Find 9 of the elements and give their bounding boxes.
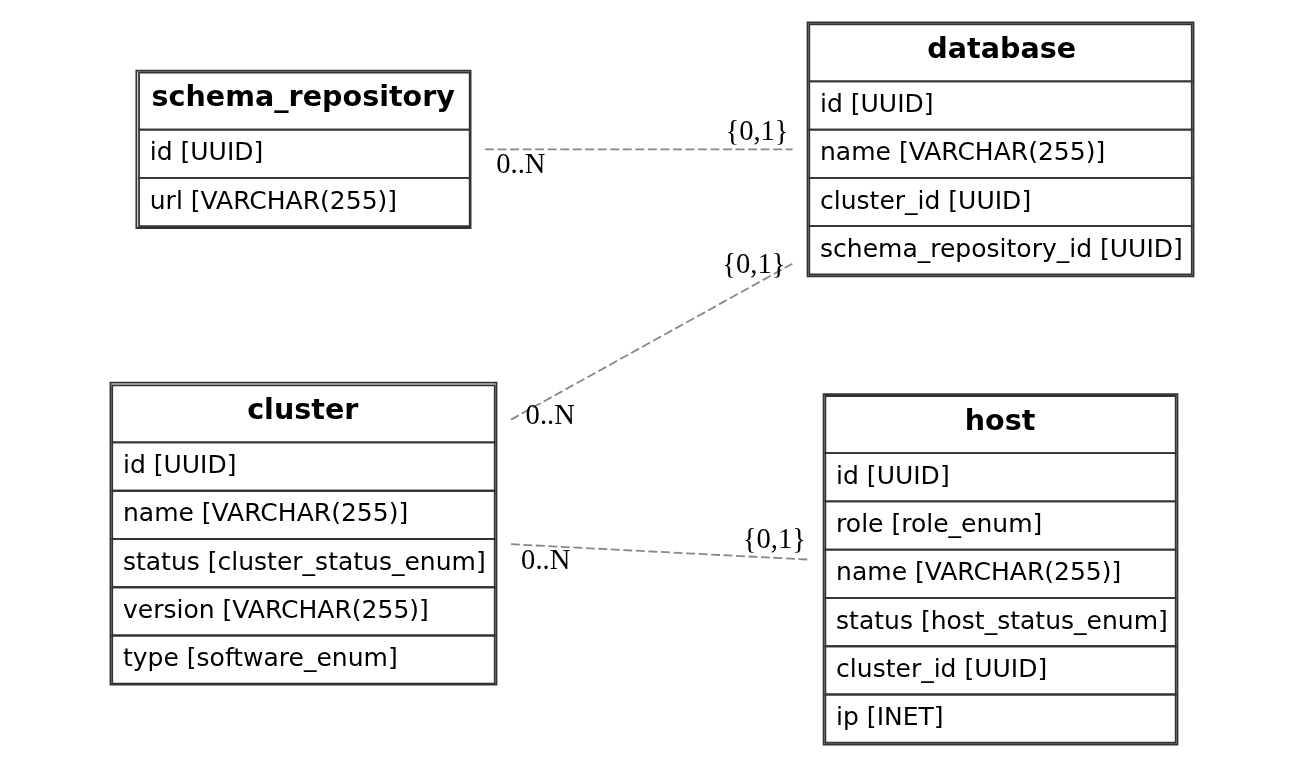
label: {0,1}: [724, 114, 789, 146]
label: {0,1}: [721, 247, 785, 279]
connector: [509, 262, 794, 421]
label: {0,1}: [742, 522, 806, 554]
label: 0..N: [520, 544, 570, 576]
label: 0..N: [525, 398, 575, 430]
label: 0..N: [495, 147, 545, 179]
connector: [509, 543, 810, 561]
connector: [483, 148, 794, 151]
